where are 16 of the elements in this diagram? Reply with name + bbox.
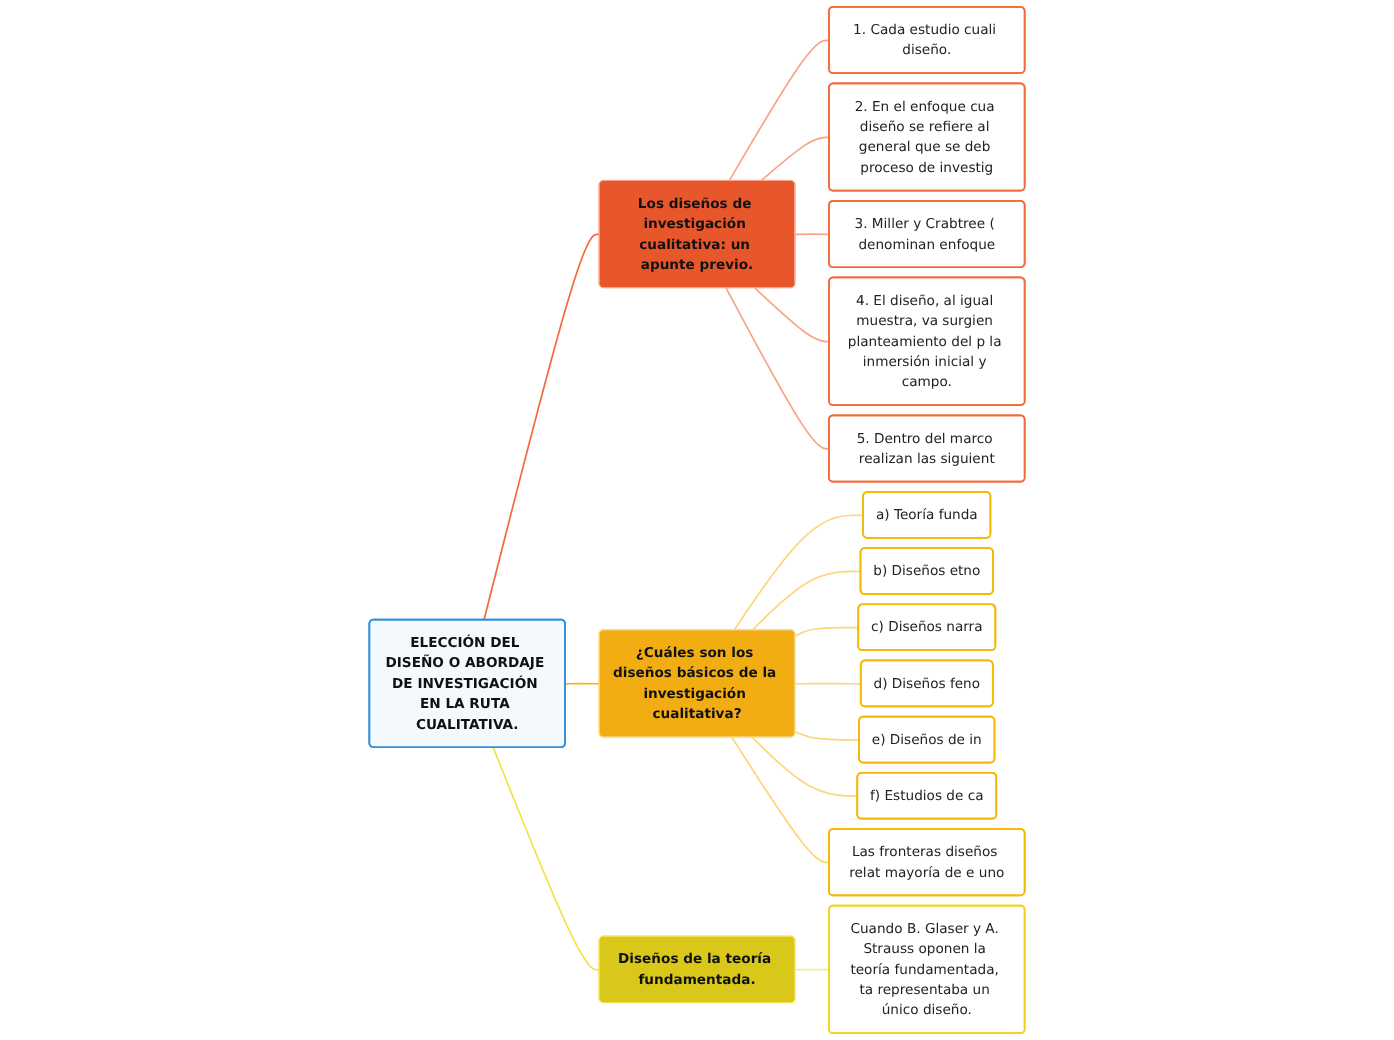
connector: [794, 968, 831, 971]
connector: [751, 570, 862, 632]
connector: [760, 136, 831, 182]
connector: [725, 287, 831, 450]
connector: [794, 730, 861, 741]
connector: [731, 736, 831, 864]
connector: [492, 746, 601, 971]
connector: [483, 233, 601, 621]
connector: [564, 682, 601, 685]
connector: [754, 287, 831, 343]
connector: [733, 514, 865, 632]
connector: [794, 233, 831, 236]
connector: [794, 626, 860, 637]
connector: [728, 39, 831, 182]
connector: [794, 682, 863, 685]
connector: [751, 736, 859, 797]
